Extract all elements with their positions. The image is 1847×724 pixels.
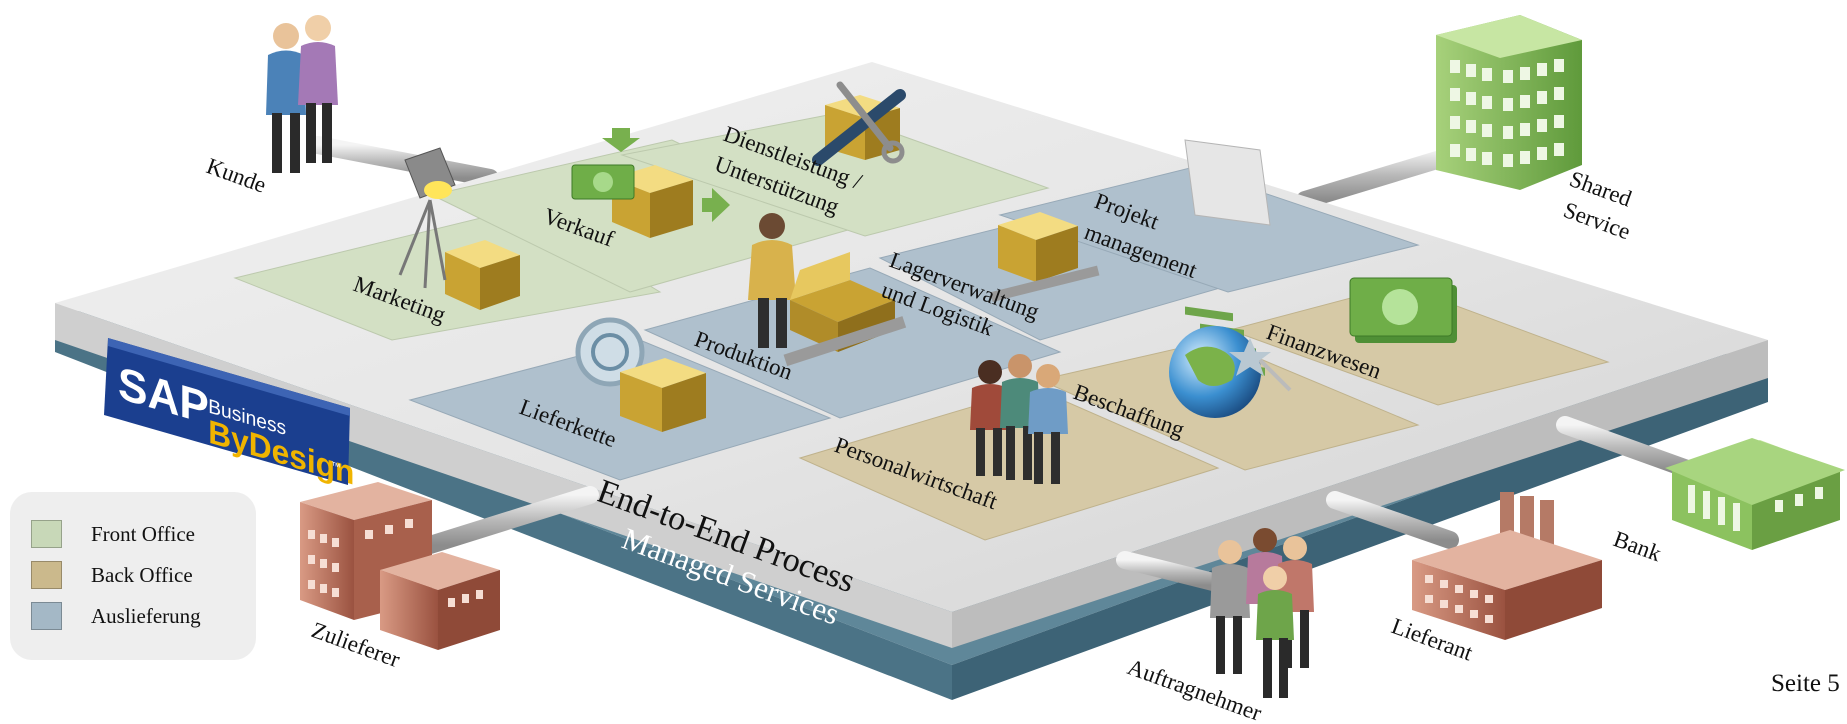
legend: Front Office Back Office Auslieferung xyxy=(10,492,256,660)
label-kunde: Kunde xyxy=(203,153,269,197)
tile-projekt xyxy=(998,167,1420,293)
office-building-icon xyxy=(1436,15,1582,190)
legend-label-back-office: Back Office xyxy=(91,562,193,587)
legend-item-back-office: Back Office xyxy=(31,560,193,590)
customer-couple-icon xyxy=(266,15,338,173)
tile-finanzwesen xyxy=(1228,284,1610,406)
front-pipes xyxy=(421,416,1699,594)
page-number: Seite 5 xyxy=(1771,670,1840,697)
service-tools-icon xyxy=(812,81,906,166)
supply-chain-icon xyxy=(575,317,706,432)
pipe-kunde xyxy=(309,136,499,187)
worker-icon xyxy=(748,213,796,348)
logo-trademark: ™ xyxy=(331,460,341,474)
legend-item-auslieferung: Auslieferung xyxy=(31,601,201,631)
money-stack-icon xyxy=(1349,277,1457,343)
globe-icon xyxy=(1169,326,1292,418)
module-illustrations xyxy=(398,81,1457,484)
vendor-building-icon xyxy=(1412,492,1602,640)
pipe-zulieferer xyxy=(421,486,599,554)
contractor-group-icon xyxy=(1210,528,1314,698)
tile-dienstleistung xyxy=(620,112,1050,237)
arrow-right-icon xyxy=(702,188,730,222)
bank-icon xyxy=(1665,438,1845,550)
module-tiles xyxy=(233,112,1610,541)
warehouse-box-icon xyxy=(990,212,1100,302)
marketing-box-icon xyxy=(445,240,520,310)
staff-group-icon xyxy=(970,354,1068,484)
money-icon xyxy=(571,164,635,200)
pipe-lieferant xyxy=(1326,491,1459,549)
open-box-icon xyxy=(783,252,907,367)
pipe-auftragnehmer xyxy=(1116,551,1234,594)
legend-item-front-office: Front Office xyxy=(31,519,195,549)
pipe-bank xyxy=(1556,416,1699,479)
legend-swatch-back-office xyxy=(31,561,62,589)
legend-label-front-office: Front Office xyxy=(91,521,196,546)
legend-label-auslieferung: Auslieferung xyxy=(91,603,201,628)
legend-swatch-auslieferung xyxy=(31,602,62,630)
label-auftragnehmer: Auftragnehmer xyxy=(1124,654,1265,724)
spotlight-icon xyxy=(398,147,456,289)
factory-icon xyxy=(300,482,500,650)
sap-bydesign-logo: SAP Business ByDesign ™ xyxy=(104,338,354,492)
platform-blue-front-right xyxy=(952,367,1768,700)
label-bank: Bank xyxy=(1610,526,1665,566)
arrow-down-icon xyxy=(602,128,640,152)
legend-swatch-front-office xyxy=(31,520,62,548)
